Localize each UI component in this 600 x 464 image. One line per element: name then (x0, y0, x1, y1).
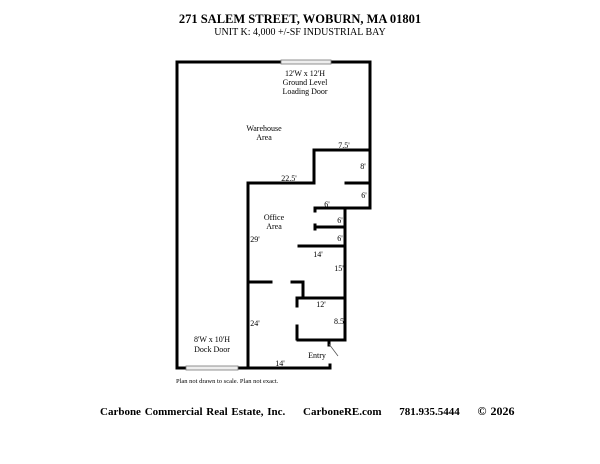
company-name: Carbone Commercial Real Estate, Inc. (100, 406, 286, 418)
office-wall (246, 148, 372, 370)
dim-label: 6' (337, 216, 343, 225)
dim-label: 6' (324, 200, 330, 209)
dim-label: 22.5' (281, 174, 297, 183)
entry-label: Entry (308, 351, 326, 360)
dim-label: 29' (250, 235, 260, 244)
dim-label: 7.5' (338, 141, 350, 150)
entry-door-swing (328, 343, 339, 357)
dim-label: 8' (360, 162, 366, 171)
dock-door (185, 365, 239, 371)
loading-door-label-1: 12'W x 12'H (285, 69, 325, 78)
dim-label: 14' (275, 359, 285, 368)
dim-label: 6' (337, 234, 343, 243)
phone: 781.935.5444 (399, 406, 460, 418)
warehouse-label-1: Warehouse (246, 124, 282, 133)
copyright: © 2026 (477, 404, 515, 418)
scale-note: Plan not drawn to scale. Plan not exact. (176, 378, 279, 385)
footer: Carbone Commercial Real Estate, Inc. Car… (100, 404, 529, 419)
dim-label: 6' (361, 191, 367, 200)
website: CarboneRE.com (303, 406, 382, 418)
loading-door-label-3: Loading Door (282, 87, 327, 96)
office-label-1: Office (264, 213, 285, 222)
office-label-2: Area (266, 222, 282, 231)
page-subtitle: UNIT K: 4,000 +/-SF INDUSTRIAL BAY (214, 27, 386, 38)
dim-label: 15' (334, 264, 344, 273)
dim-label: 12' (316, 300, 326, 309)
dock-door-label-2: Dock Door (194, 345, 230, 354)
dim-label: 8.5 (334, 317, 344, 326)
dim-label: 14' (313, 250, 323, 259)
loading-door-label-2: Ground Level (283, 78, 328, 87)
warehouse-label-2: Area (256, 133, 272, 142)
walls (175, 60, 372, 370)
dock-door-label-1: 8'W x 10'H (194, 335, 230, 344)
page-title: 271 SALEM STREET, WOBURN, MA 01801 (178, 12, 422, 26)
outer-wall (175, 60, 372, 370)
dim-label: 24' (250, 319, 260, 328)
loading-door (280, 59, 332, 65)
